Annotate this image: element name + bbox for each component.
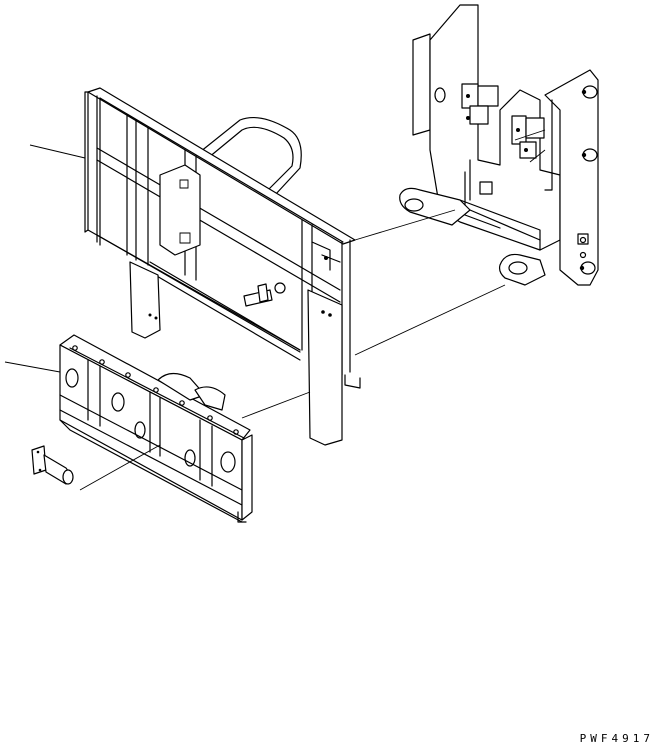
carriage-beam (60, 335, 252, 522)
leader-lines (5, 130, 545, 490)
carriage-bracket (400, 5, 598, 285)
figure-code: PWF4917 (579, 732, 654, 745)
pin-part (32, 446, 73, 484)
fork-frame (85, 88, 360, 445)
